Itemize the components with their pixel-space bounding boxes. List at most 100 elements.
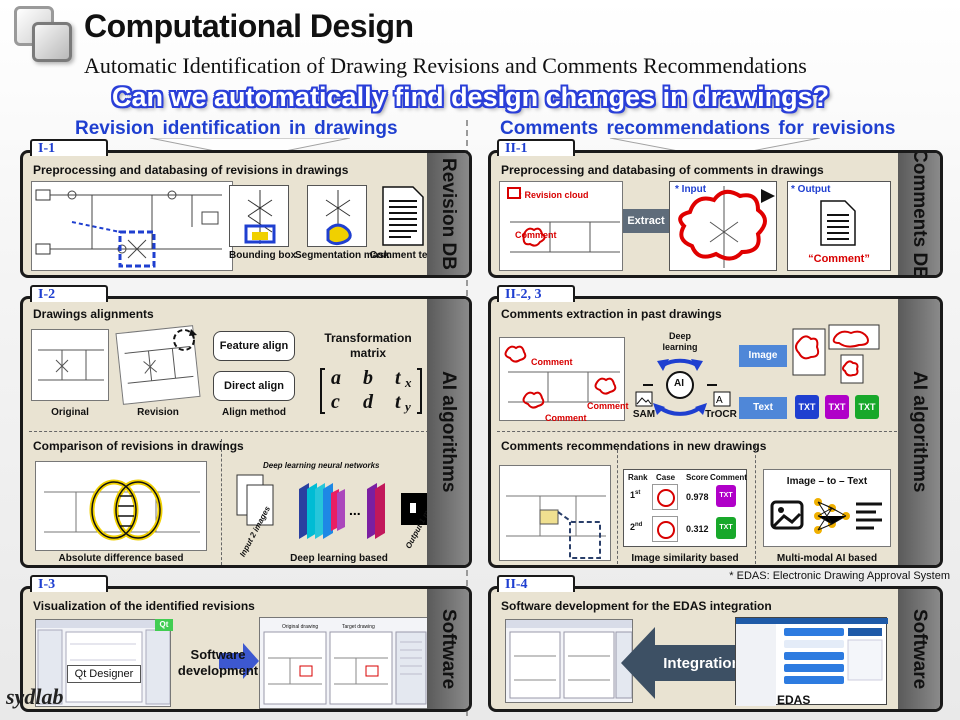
original-drawing [31,329,109,401]
i1-mask-caption: Segmentation mask [295,250,390,261]
sw-dev-label: Software development [177,647,259,678]
m-ty-sub: y [405,399,411,414]
ii23-drawing [499,337,625,421]
panel-ii23: Comments extraction in past drawings Com… [488,296,943,568]
th-rank: Rank [628,473,648,482]
image-icon [635,391,653,407]
ii23-comment-2: Comment [587,401,629,411]
img-sim-caption: Image similarity based [631,553,739,564]
dl-based-caption: Deep learning based [290,553,388,564]
deep-learning-label: Deep learning [662,331,698,352]
ii23-vsep1 [617,445,618,565]
m-tx: t [395,367,401,389]
row1-rank: 1st [630,490,641,500]
dl-nn-label: Deep learning neural networks [263,461,380,470]
edas-screenshot [735,617,888,706]
extract-label: Extract [623,209,669,233]
i2-vsep [221,439,222,565]
input-label: * Input [675,184,707,195]
i3-title: Visualization of the identified revision… [33,599,255,613]
sydlab-logo: sydlab [6,684,64,709]
multimodal-caption: Multi-modal AI based [776,553,878,564]
i1-drawing [31,181,233,271]
m-b: b [363,367,373,389]
panel-i1: Preprocessing and databasing of revision… [20,150,472,278]
row1-case-thumb [652,484,678,510]
orig-drawing-label: Original drawing [282,624,319,630]
svg-text:...: ... [349,502,361,518]
tag-i1: I-1 [30,139,108,156]
image-to-text-icon [770,498,882,534]
ii4-side-label: Software [898,589,940,709]
panel-i3: Visualization of the identified revision… [20,586,472,712]
i1-comment-caption: Comment text [369,250,437,261]
tag-ii4: II-4 [497,575,575,592]
i1-bbox-caption: Bounding box [229,250,297,261]
output-comment-text: “Comment” [808,253,870,265]
tag-ii1: II-1 [497,139,575,156]
i2-side-label: AI algorithms [427,299,469,565]
tag-i2: I-2 [30,285,108,302]
compare-title: Comparison of revisions in drawings [33,439,244,453]
footnote: * EDAS: Electronic Drawing Approval Syst… [729,570,950,582]
text-arrow: Text [739,397,787,419]
right-column-heading: Comments recommendations for revisions [500,118,896,139]
ii1-comment-label: Comment [515,230,557,240]
th-comment: Comment [710,473,747,482]
target-drawing-label: Target drawing [342,624,375,630]
i3-side-label: Software [427,589,469,709]
original-caption: Original [51,407,89,418]
m-a: a [331,367,341,389]
th-score: Score [686,473,709,482]
page-title: Computational Design [84,8,414,44]
th-case: Case [656,473,676,482]
txt-icon-1: TXT [795,395,819,419]
extracted-clouds [792,324,880,384]
ii1-title: Preprocessing and databasing of comments… [501,163,824,177]
row2-score: 0.312 [686,524,709,534]
neural-net-diagram: ... [236,474,427,539]
transform-matrix: a b t x c d t y [319,367,423,415]
ii1-arrow [761,189,775,203]
rotate-icon [173,329,197,351]
m-ty: t [395,391,401,413]
output-label: * Output [791,184,831,195]
abs-diff-caption: Absolute difference based [58,553,184,564]
row2-case-thumb [652,516,678,542]
row1-score: 0.978 [686,492,709,502]
i1-bbox-card [229,185,289,247]
trocr-label: TrOCR [705,409,737,420]
ii23-comment-3: Comment [545,413,587,423]
tag-ii23: II-2, 3 [497,285,575,302]
new-drawing [499,465,611,561]
ocr-icon: A [713,391,731,407]
panel-i2: Drawings alignments Original Revision Fe… [20,296,472,568]
i1-schematic [35,189,222,268]
row2-comment-icon: TXT [716,517,736,539]
align-method-caption: Align method [222,407,286,418]
ii23-vsep2 [755,445,756,565]
ii1-schematic [507,187,620,253]
app-screenshot: Original drawing Target drawing [259,617,429,709]
i1-mask-card [307,185,367,247]
revision-cloud-label: : Revision cloud [519,190,589,200]
svg-text:A: A [716,395,723,406]
row1-comment-icon: TXT [716,485,736,507]
sam-label: SAM [632,409,656,420]
ii1-drawing [499,181,623,271]
transform-matrix-label: Transformation matrix [324,331,412,360]
i2t-label: Image – to – Text [786,476,868,487]
i3-arrow [219,643,259,679]
abs-diff-image [35,461,207,551]
m-d: d [363,391,373,413]
ii23-side-label: AI algorithms [898,299,940,565]
input-card [669,181,777,271]
logo-square-front [32,22,72,62]
valve-mask-icon [325,190,352,246]
ii23-separator [497,431,897,432]
heading-pointers [149,138,821,159]
qt-badge: Qt [155,619,173,631]
integration-label: Integration [663,655,741,672]
edas-label: EDAS [777,693,811,707]
rec-title: Comments recommendations in new drawings [501,439,767,453]
